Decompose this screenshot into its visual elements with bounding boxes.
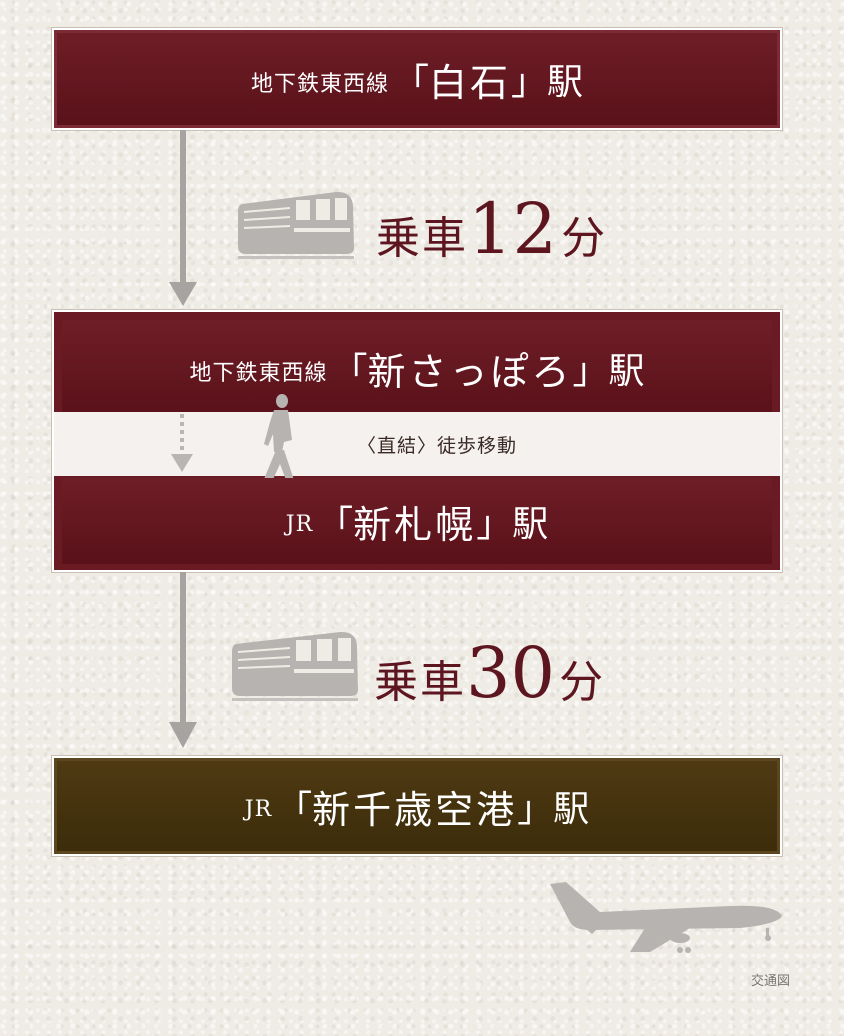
ride-minutes: 12 (468, 188, 558, 270)
ride-time-2: 乗車 30 分 (374, 638, 603, 710)
station-name: 新さっぽろ (367, 349, 573, 394)
down-arrow-1 (169, 130, 197, 306)
transfer-station-box: 地下鉄東西線 「 新さっぽろ 」 駅 〈直結〉徒歩移動 JR 「 新札幌 」 駅 (51, 309, 783, 573)
station-suffix: 駅 (512, 504, 549, 545)
diagram-caption: 交通図 (750, 974, 790, 989)
bracket-close: 」 (511, 62, 548, 103)
ride-time-1: 乗車 12 分 (376, 194, 605, 266)
bracket-close: 」 (517, 789, 554, 830)
walk-label: 〈直結〉徒歩移動 (356, 434, 517, 457)
station-box-shiroishi: 地下鉄東西線 「 白石 」 駅 (51, 27, 783, 131)
station-suffix: 駅 (553, 789, 590, 830)
station-suffix: 駅 (608, 351, 645, 392)
line-name: JR (244, 796, 273, 822)
station-name: 新札幌 (353, 502, 477, 547)
line-name: 地下鉄東西線 (189, 361, 328, 386)
bracket-close: 」 (572, 351, 609, 392)
bracket-open: 「 (392, 62, 429, 103)
station-name: 新千歳空港 (312, 787, 518, 832)
station-suffix: 駅 (547, 62, 584, 103)
bracket-open: 「 (276, 789, 313, 830)
airplane-icon (550, 882, 782, 953)
ride-unit: 分 (561, 213, 606, 264)
ride-unit: 分 (559, 657, 604, 708)
down-arrow-2 (169, 572, 197, 748)
ride-minutes: 30 (466, 632, 556, 714)
line-name: 地下鉄東西線 (250, 72, 389, 97)
station-box-shinsapporo: 地下鉄東西線 「 新さっぽろ 」 駅 (62, 320, 772, 416)
station-name: 白石 (428, 60, 511, 105)
bracket-close: 」 (476, 504, 513, 545)
ride-label: 乗車 (374, 657, 466, 708)
train-icon (238, 191, 354, 259)
train-icon (232, 631, 358, 701)
bracket-open: 「 (317, 504, 354, 545)
station-box-new-chitose-airport: JR 「 新千歳空港 」 駅 (51, 755, 783, 857)
ride-label: 乗車 (376, 213, 468, 264)
dotted-arrow-icon (171, 414, 193, 472)
bracket-open: 「 (331, 351, 368, 392)
walk-connection: 〈直結〉徒歩移動 (54, 412, 780, 476)
line-name: JR (285, 511, 314, 537)
station-box-shinsapporo-jr: JR 「 新札幌 」 駅 (62, 478, 772, 564)
